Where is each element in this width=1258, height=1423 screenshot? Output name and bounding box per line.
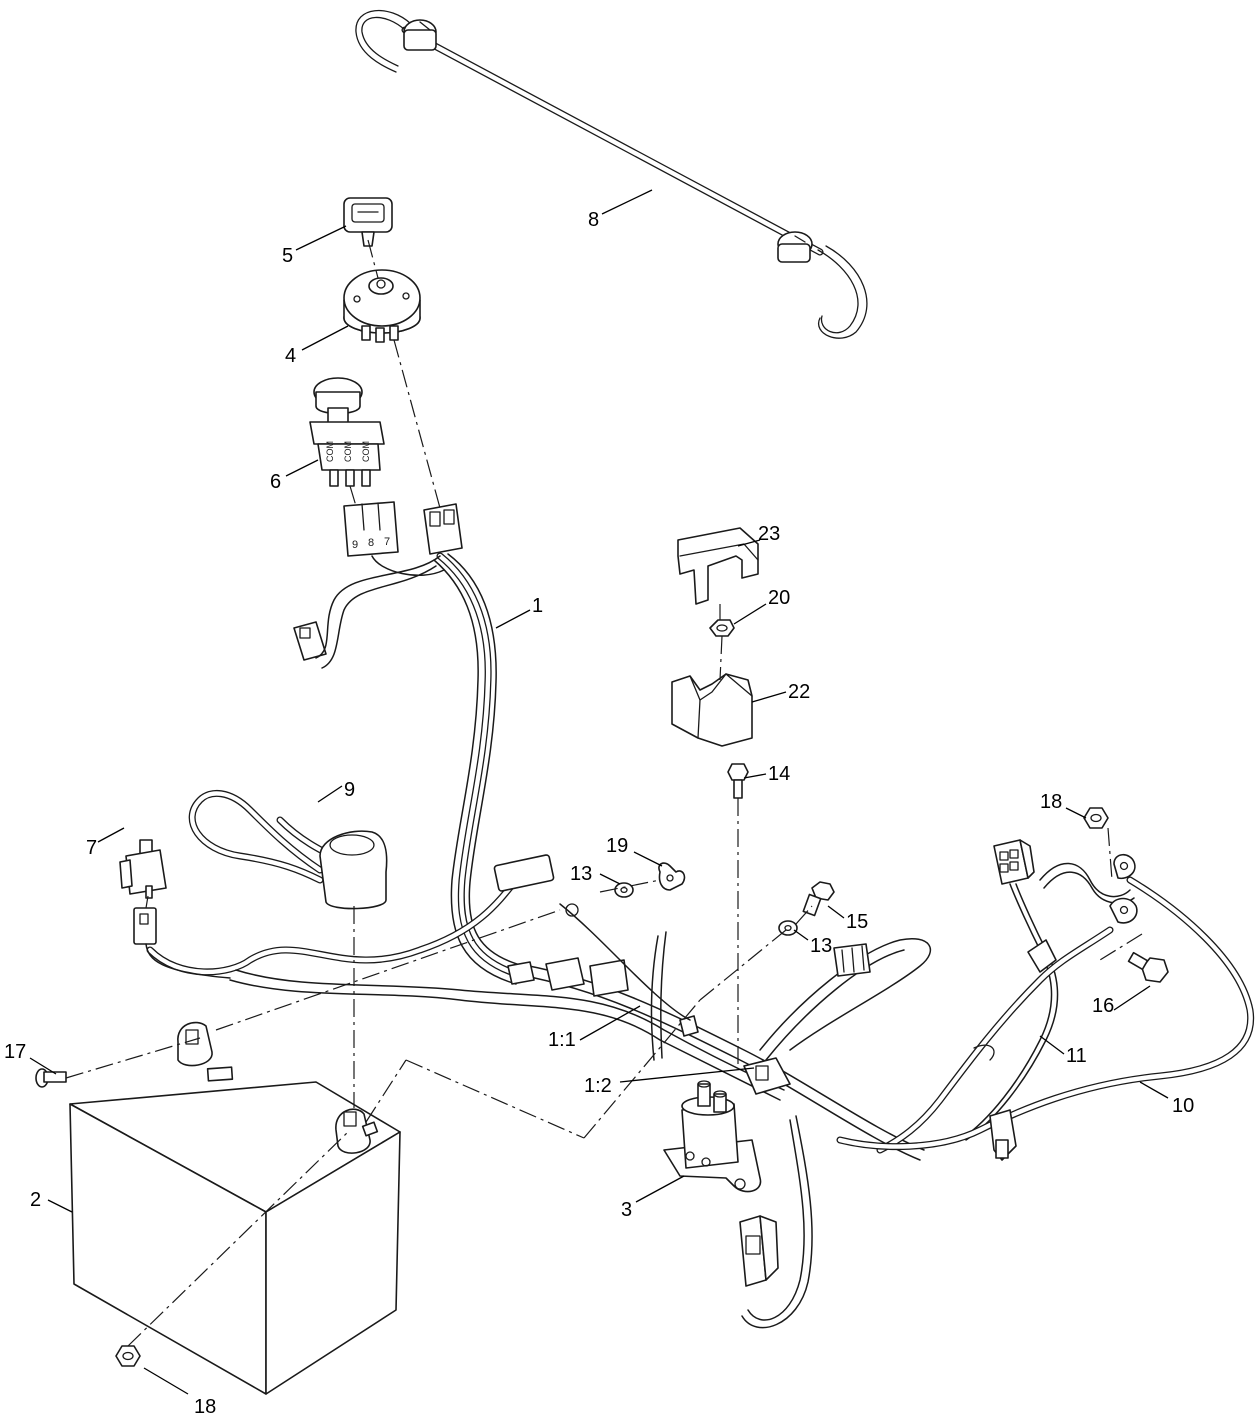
part-6-pto-switch: COM COM COM [309,377,385,487]
callout-18a: 18 [1040,791,1062,813]
connector-ignition [423,503,463,555]
callout-20: 20 [768,587,790,609]
part-5-key [343,197,393,247]
callout-13b: 13 [810,935,832,957]
callout-11: 11 [1066,1045,1087,1067]
callout-19: 19 [606,835,628,857]
assembly-lines [65,239,1143,1347]
callout-1: 1 [532,595,543,617]
callout-22: 22 [788,681,810,703]
part-7-seat-switch [119,839,231,979]
part-1-harness [146,552,932,1329]
pin-label-9: 9 [352,539,358,551]
part-17-bolt [35,1068,67,1088]
callout-15: 15 [846,911,868,933]
part-8-rod [355,10,868,339]
leader-lines [29,189,1169,1395]
callout-23: 23 [758,523,780,545]
callout-8: 8 [588,209,599,231]
callout-1-1: 1:1 [548,1029,576,1051]
part-23-cover [677,527,759,605]
part-20-nut [709,619,735,637]
part-22-block [671,673,753,747]
callout-2: 2 [30,1189,41,1211]
part-19-wing-nut [658,862,686,891]
part-14-bolt [727,763,749,799]
callout-7: 7 [86,837,97,859]
part-18-nut-b [115,1345,141,1367]
callout-9: 9 [344,779,355,801]
part-3-solenoid [663,1080,762,1193]
callout-17: 17 [4,1041,26,1063]
part-11-harness [876,839,1138,1154]
connector-left-seat [293,621,327,661]
part-15-bolt [802,881,835,917]
part-4-ignition-switch [343,269,421,343]
part-10-cable [836,853,1255,1161]
callout-1-2: 1:2 [584,1075,612,1097]
part-9-cable-boot [188,789,388,910]
callout-16: 16 [1092,995,1114,1017]
part-2-battery [69,1021,401,1395]
callout-labels: 1 2 3 4 5 6 7 8 9 10 11 13 13 14 15 16 1… [4,209,1194,1418]
svg-text:COM: COM [361,441,371,462]
svg-text:COM: COM [343,441,353,462]
part-16-bolt [1127,951,1169,983]
part-13-washer-a [614,882,634,898]
callout-13a: 13 [570,863,592,885]
pin-label-7: 7 [384,536,390,548]
callout-14: 14 [768,763,790,785]
callout-18b: 18 [194,1396,216,1418]
callout-5: 5 [282,245,293,267]
callout-10: 10 [1172,1095,1194,1117]
callout-4: 4 [285,345,296,367]
connector-pto: 9 8 7 [343,501,399,557]
callout-6: 6 [270,471,281,493]
svg-text:COM: COM [325,441,335,462]
pin-label-8: 8 [368,537,374,549]
callout-3: 3 [621,1199,632,1221]
part-18-nut-a [1083,807,1109,829]
